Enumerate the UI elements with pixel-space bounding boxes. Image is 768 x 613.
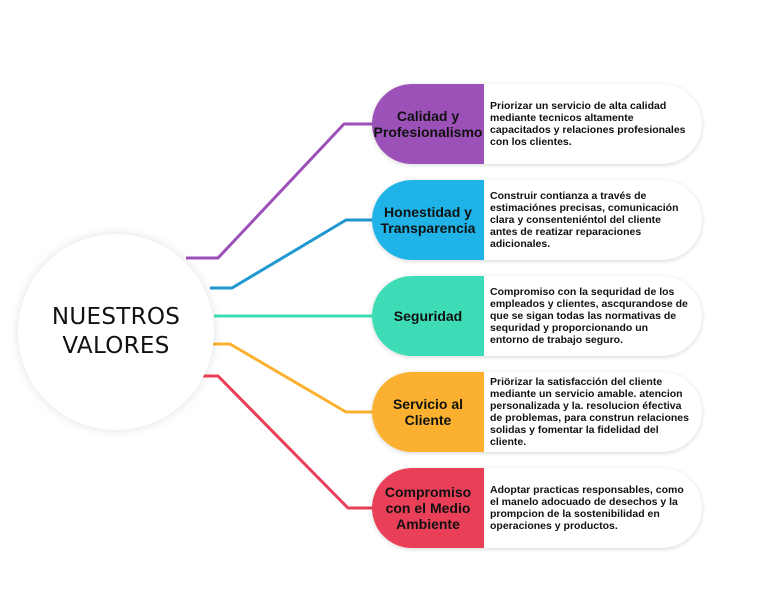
category-pill: Compromiso con el Medio Ambiente [372, 468, 484, 548]
description-text: Priorizar un servicio de alta calidad me… [490, 100, 686, 148]
value-card-seguridad: Seguridad Compromiso con la sequridad de… [372, 276, 702, 356]
description-text: Compromiso con la sequridad de los emple… [490, 286, 688, 346]
description-text: Construir contianza a través de estimaci… [490, 190, 679, 250]
connector-line-calidad [186, 122, 376, 260]
category-label: Calidad y Profesionalismo [373, 108, 483, 140]
category-label: Seguridad [393, 308, 463, 324]
value-card-servicio: Servicio al Cliente Priörizar la satisfa… [372, 372, 702, 452]
category-pill: Seguridad [372, 276, 484, 356]
connector-line-compromiso [188, 374, 376, 510]
description-text: Adoptar practicas responsables, como el … [490, 484, 684, 532]
category-label: Compromiso con el Medio Ambiente [384, 484, 472, 532]
category-label: Servicio al Cliente [392, 396, 464, 428]
value-card-calidad: Calidad y Profesionalismo Priorizar un s… [372, 84, 702, 164]
category-label: Honestidad y Transparencia [380, 204, 476, 236]
category-pill: Servicio al Cliente [372, 372, 484, 452]
category-pill: Honestidad y Transparencia [372, 180, 484, 260]
hub-title: NUESTROS VALORES [51, 304, 181, 359]
hub-circle: NUESTROS VALORES [18, 234, 214, 430]
connector-line-servicio [209, 342, 376, 414]
value-card-honestidad: Honestidad y Transparencia Construir con… [372, 180, 702, 260]
connector-line-honestidad [210, 218, 376, 290]
value-card-compromiso: Compromiso con el Medio Ambiente Adoptar… [372, 468, 702, 548]
category-pill: Calidad y Profesionalismo [372, 84, 484, 164]
description-text: Priörizar la satisfacción del cliente me… [490, 376, 689, 448]
